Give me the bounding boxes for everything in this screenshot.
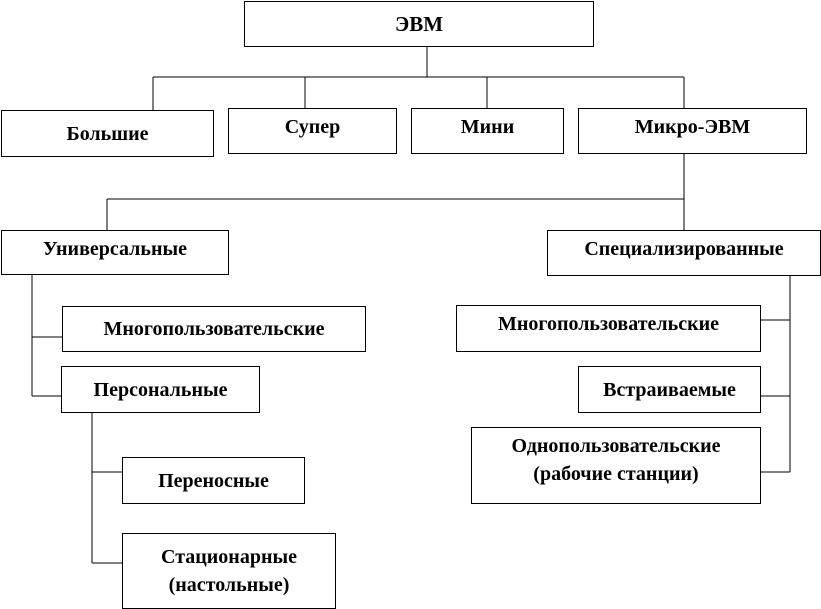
node-large-label: Большие xyxy=(66,122,149,145)
node-personal-label: Персональные xyxy=(93,378,228,401)
node-singleuser-label-line2: (рабочие станции) xyxy=(533,463,699,485)
node-singleuser: Однопользовательские (рабочие станции) xyxy=(471,427,761,504)
node-embedded: Встраиваемые xyxy=(578,366,761,413)
node-stationary-label-line1: Стационарные xyxy=(161,546,297,568)
node-singleuser-label-line1: Однопользовательские xyxy=(511,435,721,457)
node-specialized-multiuser: Многопользовательские xyxy=(456,305,761,352)
node-micro-label: Микро-ЭВМ xyxy=(634,116,751,138)
node-universal-multiuser-label: Многопользовательские xyxy=(103,318,325,340)
node-universal-label: Универсальные xyxy=(43,238,187,260)
node-root-label: ЭВМ xyxy=(394,12,444,36)
node-portable: Переносные xyxy=(122,457,305,504)
node-super-label: Супер xyxy=(284,116,341,138)
node-mini-label: Мини xyxy=(460,116,515,138)
node-universal-multiuser: Многопользовательские xyxy=(62,306,366,352)
node-super: Супер xyxy=(228,108,397,154)
node-stationary: Стационарные (настольные) xyxy=(122,533,336,609)
node-portable-label: Переносные xyxy=(158,469,269,492)
node-stationary-label-line2: (настольные) xyxy=(168,574,290,596)
node-large: Большие xyxy=(1,110,214,157)
node-specialized: Специализированные xyxy=(547,230,821,276)
node-embedded-label: Встраиваемые xyxy=(603,378,736,401)
node-personal: Персональные xyxy=(61,366,260,413)
node-micro: Микро-ЭВМ xyxy=(578,108,807,154)
node-specialized-multiuser-label: Многопользовательские xyxy=(497,313,720,335)
node-root: ЭВМ xyxy=(244,1,594,47)
node-specialized-label: Специализированные xyxy=(584,238,784,260)
node-mini: Мини xyxy=(411,108,564,154)
node-universal: Универсальные xyxy=(1,230,229,275)
